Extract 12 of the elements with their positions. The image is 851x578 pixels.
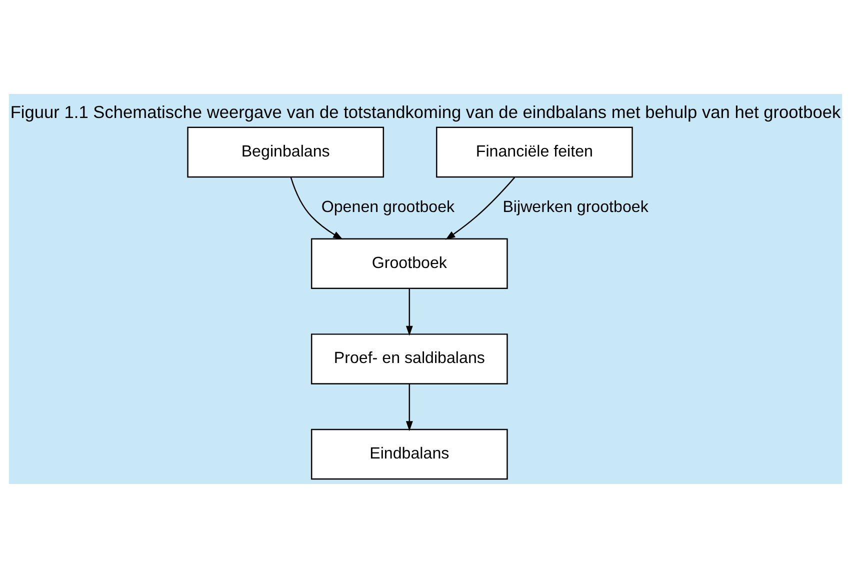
node-box: Proef- en saldibalans (310, 334, 508, 384)
diagram-title: Figuur 1.1 Schematische weergave van de totstandkoming van de eindbalans met behulp van het grootboek (10, 102, 841, 122)
node-box: Grootboek (310, 238, 508, 289)
arrow (406, 384, 413, 432)
node-box: Eindbalans (310, 428, 508, 480)
edge-label: Bijwerken grootboek (502, 198, 648, 216)
edge-label: Openen grootboek (321, 198, 455, 216)
node-box: Financiële feiten (436, 126, 633, 178)
node-box: Beginbalans (187, 126, 384, 178)
arrow (406, 288, 413, 336)
arrow (445, 177, 516, 240)
arrow (290, 177, 343, 240)
